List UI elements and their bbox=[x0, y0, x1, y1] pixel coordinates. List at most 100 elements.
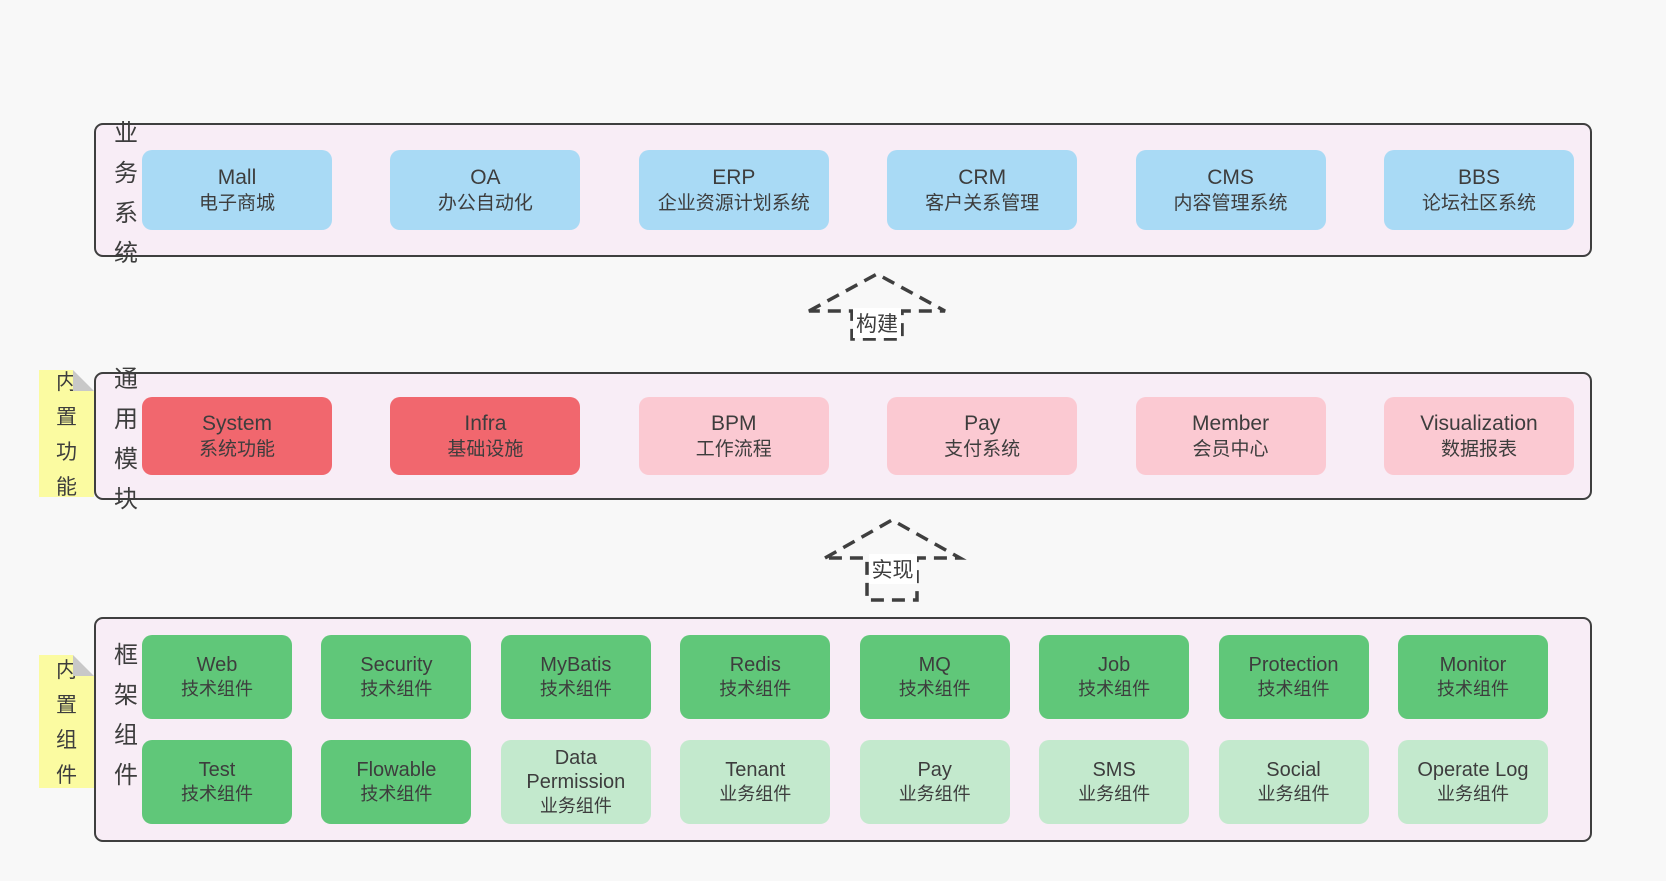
folded-corner-icon bbox=[73, 655, 94, 676]
label-char: 模 bbox=[114, 445, 138, 473]
box-subtitle: 业务组件 bbox=[898, 784, 971, 804]
label-char: 务 bbox=[114, 159, 138, 187]
box-name: Mall bbox=[217, 165, 257, 189]
box-subtitle: 技术组件 bbox=[181, 679, 253, 699]
box-subtitle: 技术组件 bbox=[1257, 679, 1330, 699]
box-subtitle: 技术组件 bbox=[898, 679, 971, 699]
box-name: Operate Log bbox=[1417, 759, 1529, 781]
box-subtitle: 系统功能 bbox=[198, 438, 275, 460]
box-subtitle: 工作流程 bbox=[695, 438, 772, 460]
box-name: Monitor bbox=[1439, 654, 1507, 676]
box-name: Tenant bbox=[725, 759, 786, 781]
arrow-build-label: 构建 bbox=[853, 308, 901, 338]
box-subtitle: 办公自动化 bbox=[437, 192, 533, 214]
label-char: 置 bbox=[56, 406, 77, 429]
box-name: Data Permission bbox=[526, 747, 626, 793]
label-char: 通 bbox=[114, 365, 138, 393]
label-char: 内 bbox=[56, 659, 77, 682]
arrow-implement-label: 实现 bbox=[868, 554, 917, 584]
box-name: Infra bbox=[464, 411, 507, 435]
tab-built-in-components-label: 内置组件 bbox=[39, 655, 94, 788]
arrow-up-icon bbox=[808, 272, 946, 341]
box-name: MyBatis bbox=[540, 654, 612, 676]
box-subtitle: 支付系统 bbox=[944, 438, 1021, 460]
box-mq: MQ 技术组件 bbox=[859, 635, 1010, 719]
panel-label-framework-components: 框架组件 bbox=[96, 619, 142, 840]
box-subtitle: 内容管理系统 bbox=[1173, 192, 1288, 214]
tab-built-in-features-label: 内置功能 bbox=[39, 370, 94, 499]
box-subtitle: 技术组件 bbox=[1078, 679, 1151, 699]
box-name: Web bbox=[196, 654, 238, 676]
box-subtitle: 业务组件 bbox=[1257, 784, 1330, 804]
box-name: SMS bbox=[1092, 759, 1136, 781]
box-pay: Pay 业务组件 bbox=[859, 740, 1010, 824]
box-subtitle: 业务组件 bbox=[539, 796, 612, 816]
label-char: 块 bbox=[114, 485, 138, 513]
label-char: 组 bbox=[114, 722, 138, 749]
box-row: Test 技术组件 Flowable 技术组件 Data Permission 业务组件 T… bbox=[142, 740, 1548, 824]
label-char: 统 bbox=[114, 239, 138, 267]
box-crm: CRM 客户关系管理 bbox=[887, 150, 1078, 230]
box-web: Web 技术组件 bbox=[142, 635, 292, 719]
box-name: BBS bbox=[1457, 165, 1500, 189]
box-subtitle: 数据报表 bbox=[1440, 438, 1517, 460]
box-job: Job 技术组件 bbox=[1039, 635, 1190, 719]
box-subtitle: 业务组件 bbox=[1078, 784, 1151, 804]
label-char: 组 bbox=[56, 729, 77, 752]
box-subtitle: 技术组件 bbox=[360, 784, 433, 804]
box-name: ERP bbox=[712, 165, 756, 189]
label-char: 系 bbox=[114, 199, 138, 227]
box-subtitle: 技术组件 bbox=[1436, 679, 1509, 699]
box-subtitle: 会员中心 bbox=[1192, 438, 1269, 460]
box-subtitle: 业务组件 bbox=[1436, 784, 1509, 804]
box-name: Pay bbox=[964, 411, 1001, 435]
box-name: Pay bbox=[917, 759, 952, 781]
folded-corner-icon bbox=[73, 370, 94, 391]
box-name: OA bbox=[470, 165, 501, 189]
box-subtitle: 客户关系管理 bbox=[925, 192, 1040, 214]
box-subtitle: 技术组件 bbox=[181, 784, 253, 804]
box-member: Member 会员中心 bbox=[1135, 397, 1326, 475]
box-name: CMS bbox=[1207, 165, 1254, 189]
label-char: 框 bbox=[114, 642, 138, 669]
box-name: Visualization bbox=[1420, 411, 1538, 435]
label-char: 功 bbox=[56, 441, 77, 464]
box-subtitle: 技术组件 bbox=[719, 679, 792, 699]
tab-built-in-features: 内置功能 bbox=[39, 370, 94, 499]
box-monitor: Monitor 技术组件 bbox=[1397, 635, 1548, 719]
box-name: Flowable bbox=[356, 759, 437, 781]
box-name: BPM bbox=[711, 411, 757, 435]
box-name: Job bbox=[1097, 654, 1131, 676]
box-data-permission: Data Permission 业务组件 bbox=[500, 740, 651, 824]
box-flowable: Flowable 技术组件 bbox=[321, 740, 472, 824]
box-name: MQ bbox=[918, 654, 951, 676]
box-name: Member bbox=[1192, 411, 1270, 435]
box-name: Test bbox=[198, 759, 236, 781]
label-char: 置 bbox=[56, 694, 77, 717]
label-char: 业 bbox=[114, 119, 138, 147]
label-char: 件 bbox=[56, 764, 77, 787]
box-cms: CMS 内容管理系统 bbox=[1135, 150, 1326, 230]
label-char: 用 bbox=[114, 405, 138, 433]
box-name: System bbox=[201, 411, 272, 435]
box-name: CRM bbox=[958, 165, 1007, 189]
box-name: Security bbox=[360, 654, 433, 676]
panel-label-common-modules: 通用模块 bbox=[96, 366, 142, 513]
panel-label-business-systems: 业务系统 bbox=[96, 120, 142, 267]
box-operate-log: Operate Log 业务组件 bbox=[1397, 740, 1548, 824]
